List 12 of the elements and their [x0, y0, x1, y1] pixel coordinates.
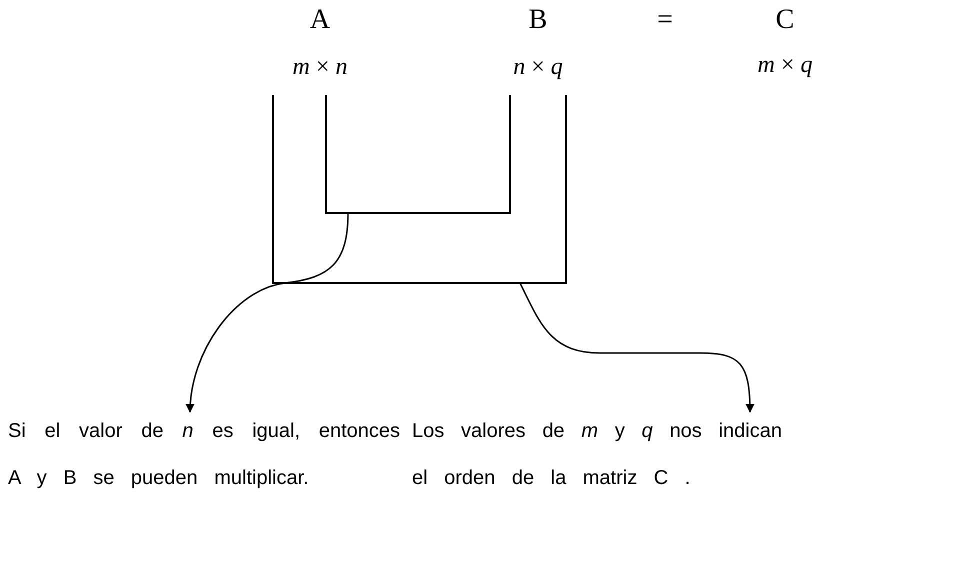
matrix-symbol: C	[776, 4, 794, 36]
matrix-symbol: A	[310, 4, 330, 36]
matrix-dimension: m × n	[270, 52, 370, 95]
bracket-line	[325, 95, 511, 214]
matrix-symbol: B	[528, 4, 548, 36]
bracket-line	[272, 95, 567, 284]
matrix-dimension: m × q	[758, 52, 812, 79]
curved-arrow	[186, 212, 349, 413]
matrix-dimension: n × q	[488, 52, 588, 95]
curved-arrow	[519, 282, 754, 413]
note-text: Los valores de m y q nos indican el orden de la matriz C .	[412, 408, 782, 502]
matrix-symbol: =	[657, 4, 673, 36]
